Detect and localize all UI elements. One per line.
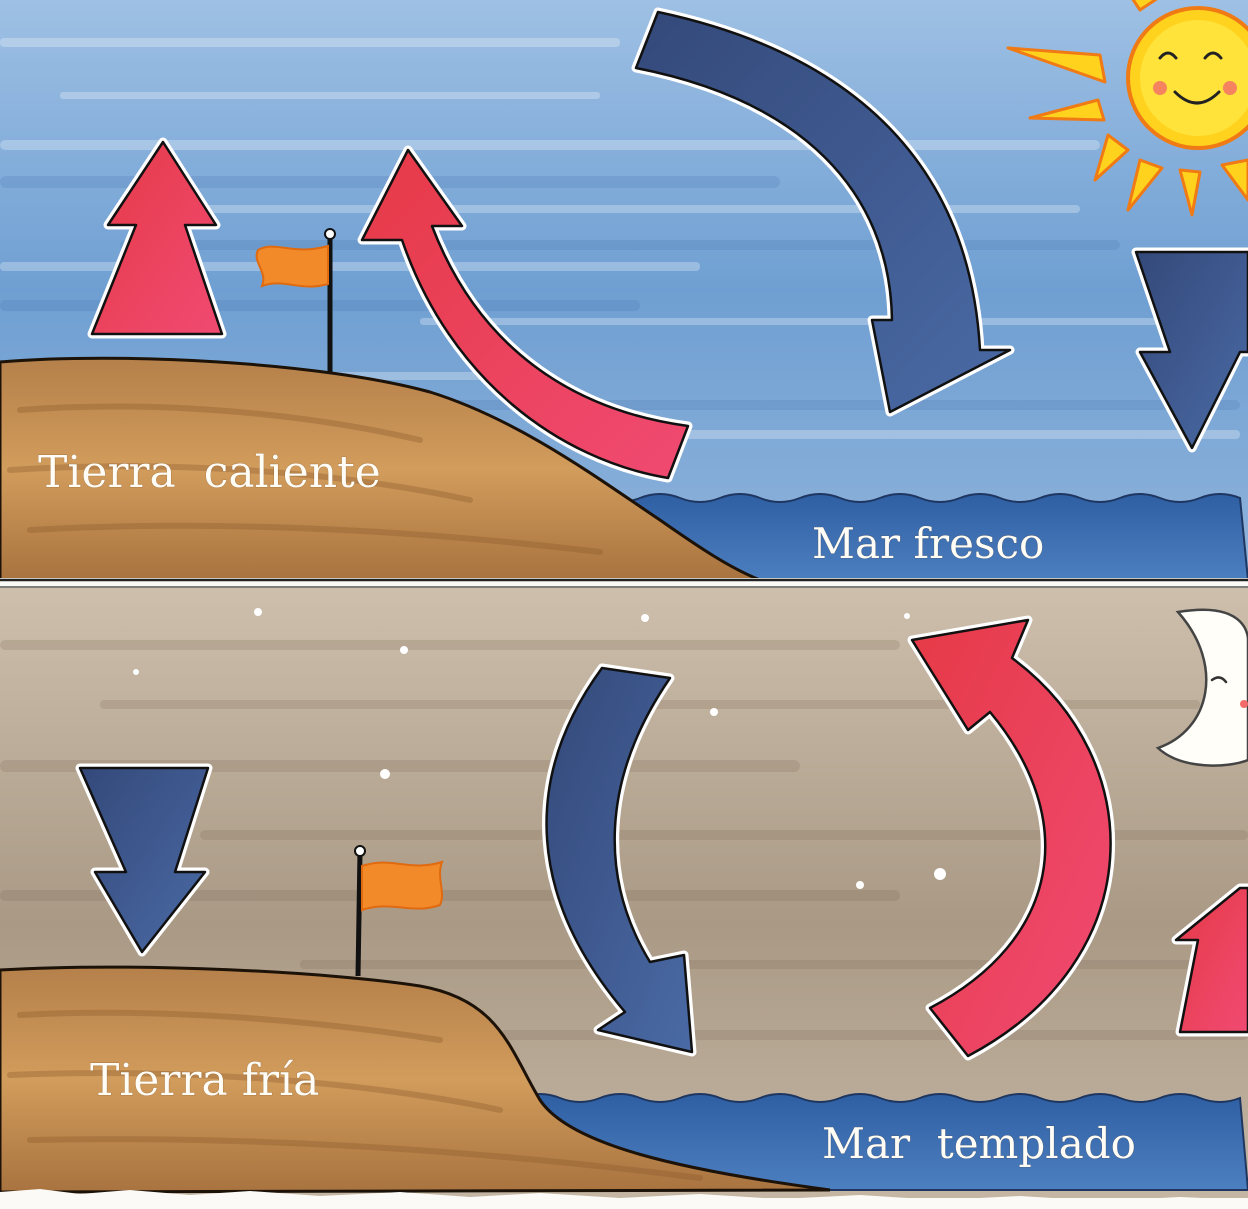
day-cool-air-descending-curved-arrow	[631, 7, 1015, 417]
night-land-label: Tierra fría	[90, 1055, 319, 1106]
night-warm-air-rising-arrow	[1171, 883, 1248, 1037]
night-sea	[519, 1093, 1248, 1191]
day-panel: Tierra caliente Mar fresco	[0, 0, 1248, 582]
day-sea-label: Mar fresco	[812, 519, 1044, 568]
crescent-moon-icon	[1155, 608, 1248, 767]
night-flag-icon	[354, 845, 444, 977]
day-sea	[559, 493, 1248, 581]
day-land	[0, 356, 761, 582]
night-sea-label: Mar templado	[822, 1119, 1136, 1168]
night-land-texture	[7, 1009, 703, 1181]
night-panel: Tierra fría Mar templado	[0, 588, 1248, 1198]
night-warm-air-curved-arrow	[907, 615, 1115, 1061]
day-land-label: Tierra caliente	[38, 447, 381, 498]
night-cool-air-curved-arrow	[542, 663, 697, 1057]
day-flag-icon	[255, 228, 336, 372]
torn-paper-edge	[0, 1189, 1248, 1209]
day-warm-air-rising-arrow	[87, 137, 227, 339]
day-warm-air-curved-arrow	[357, 145, 693, 483]
panel-divider	[0, 578, 1248, 588]
night-cool-air-sinking-arrow	[75, 763, 213, 957]
day-land-texture	[7, 403, 603, 555]
night-land	[0, 965, 831, 1194]
day-cool-air-sinking-arrow	[1131, 247, 1248, 453]
sun-icon	[1006, 0, 1248, 217]
